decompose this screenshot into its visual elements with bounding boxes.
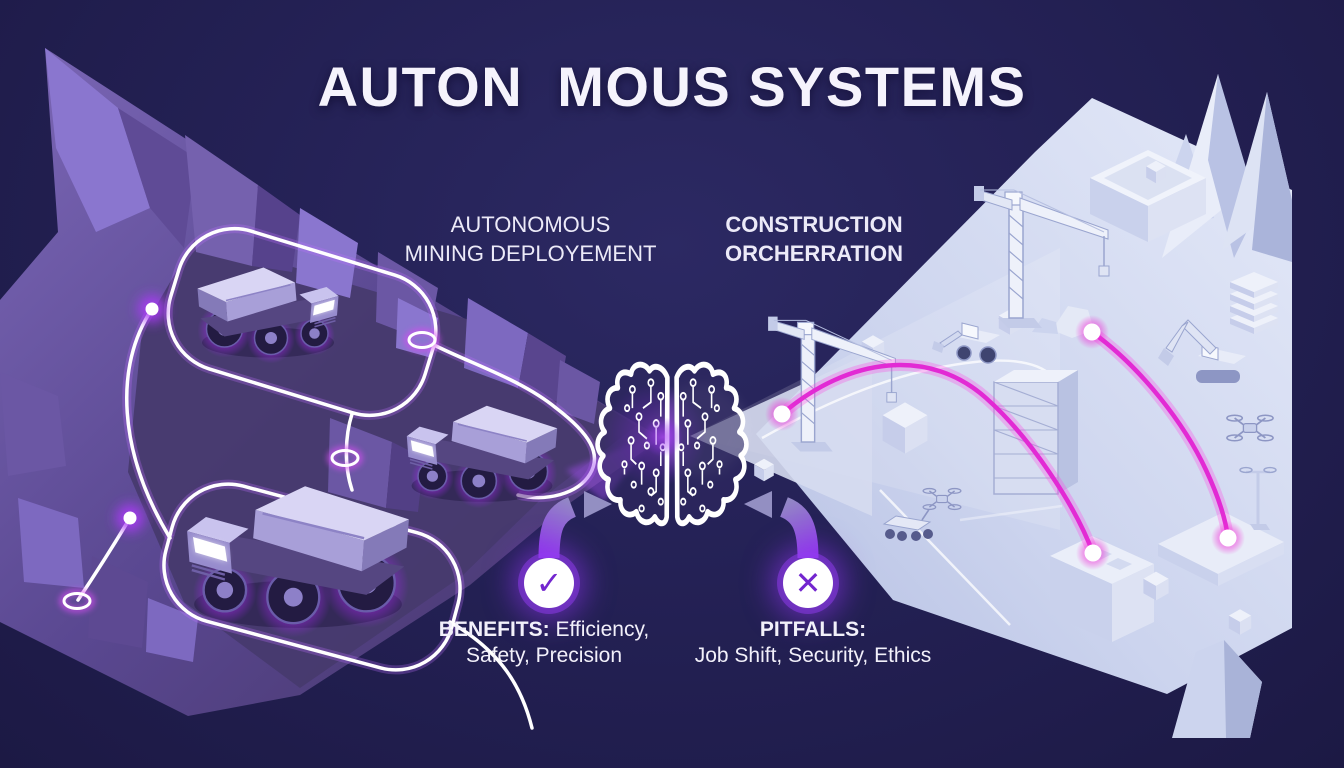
scaffold-tower <box>993 370 1078 495</box>
link-node-dot <box>765 397 799 431</box>
pitfalls-note: PITFALLS: Job Shift, Security, Ethics <box>672 617 954 669</box>
page-title: AUTON MOUS SYSTEMS <box>317 55 1027 118</box>
waypoint-ring <box>59 589 95 613</box>
mining-label-line2: MINING DEPLOYEMENT <box>404 241 657 266</box>
benefits-note: BENEFITS: Efficiency, Safety, Precision <box>408 617 680 669</box>
link-path <box>779 329 1231 556</box>
construction-scene <box>690 74 1292 738</box>
construction-label-line2: ORCHERRATION <box>724 241 904 266</box>
link-node-dot <box>1211 521 1245 555</box>
waypoint-ring <box>404 328 440 352</box>
check-glyph: ✓ <box>535 564 563 602</box>
cross-icon: ✕ <box>783 558 833 608</box>
boulder <box>1172 640 1262 738</box>
waypoint-dot <box>116 504 144 532</box>
construction-label-line1: CONSTRUCTION <box>725 212 903 237</box>
boulder <box>1032 318 1058 334</box>
benefits-heading: BENEFITS: <box>438 618 550 641</box>
benefit-arrow <box>538 491 612 559</box>
building-rooftop <box>1090 150 1206 242</box>
excavator <box>1158 319 1246 383</box>
mining-label-line1: AUTONOMOUS <box>450 212 611 237</box>
benefits-line1: BENEFITS: Efficiency, <box>408 617 680 643</box>
link-node-dot <box>1075 315 1109 349</box>
mining-scene <box>0 48 662 730</box>
pitfall-arrow <box>744 491 819 559</box>
stacked-slabs <box>1230 272 1278 334</box>
cross-glyph: ✕ <box>794 564 822 602</box>
waypoint-dot <box>138 295 166 323</box>
check-icon: ✓ <box>524 558 574 608</box>
light-beam <box>690 352 872 516</box>
link-node-dot <box>1076 536 1110 570</box>
mining-label: AUTONOMOUS MINING DEPLOYEMENT <box>378 210 683 268</box>
pitfalls-heading: PITFALLS: <box>759 618 867 641</box>
benefits-items: Efficiency, <box>555 618 650 641</box>
pitfalls-line2: Job Shift, Security, Ethics <box>694 644 932 667</box>
pitfalls-line1: PITFALLS: <box>672 617 954 643</box>
benefits-line2: Safety, Precision <box>465 644 622 667</box>
brain-circuit-icon <box>566 361 749 527</box>
construction-label: CONSTRUCTION ORCHERRATION <box>664 210 964 268</box>
wheel-loader <box>932 322 1000 364</box>
waypoint-ring <box>327 446 363 470</box>
light-pole <box>1239 466 1277 530</box>
